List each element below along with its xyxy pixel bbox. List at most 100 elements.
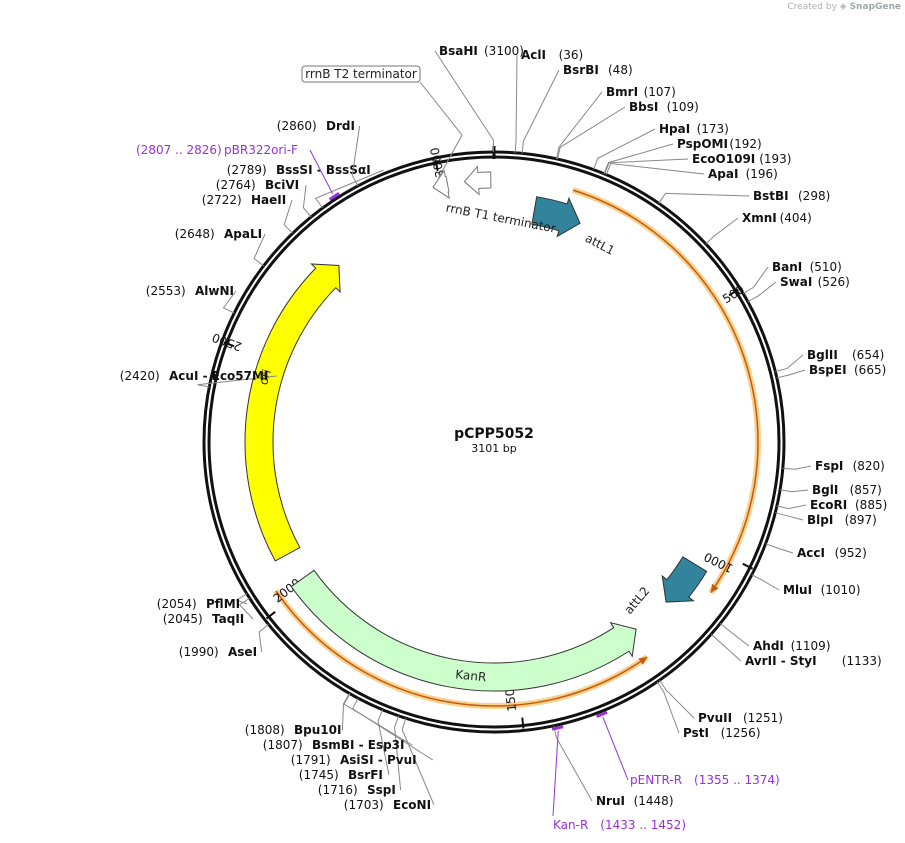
site-name[interactable]: Bpu10I (294, 723, 341, 737)
site-position: (193) (759, 152, 791, 166)
feature-rrnb-t2-terminator[interactable] (432, 169, 450, 200)
site-position: (1251) (743, 711, 783, 725)
site-position: (173) (697, 122, 729, 136)
site-name[interactable]: BanI (772, 260, 802, 274)
site-leader (253, 233, 266, 267)
site-name[interactable]: EcoO109I (692, 152, 755, 166)
site-leader (521, 69, 560, 154)
site-name[interactable]: PstI (683, 726, 709, 740)
site-position: (897) (845, 513, 877, 527)
site-leader (603, 143, 674, 174)
feature-ori[interactable] (244, 263, 341, 562)
site-name[interactable]: AcuI - Eco57MI (169, 369, 268, 383)
site-leader (394, 715, 402, 791)
feature-attl1[interactable] (531, 196, 581, 238)
credit-brand: SnapGene (849, 2, 901, 12)
site-name[interactable]: BbsI (629, 100, 658, 114)
tick-500 (728, 288, 739, 297)
site-leader (557, 106, 626, 160)
site-position: (1448) (634, 794, 674, 808)
site-leader (222, 290, 237, 314)
site-position: (107) (644, 85, 676, 99)
site-name[interactable]: MluI (783, 583, 812, 597)
site-name[interactable]: BmrI (606, 85, 638, 99)
feature-label: attL2 (622, 584, 653, 617)
site-name[interactable]: XmnI (742, 211, 777, 225)
site-position: (3100) (484, 44, 524, 58)
primer-name: pBR322ori-F (224, 143, 298, 157)
site-name[interactable]: BstBI (753, 189, 789, 203)
site-name[interactable]: DrdI (326, 119, 355, 133)
site-name[interactable]: AccI (797, 546, 825, 560)
primer-label[interactable]: Kan-R(1433 .. 1452) (553, 818, 686, 832)
feature-label: rrnB T2 terminator (305, 67, 417, 81)
primer-label[interactable]: pENTR-R(1355 .. 1374) (630, 773, 780, 787)
feature-kanr[interactable] (290, 569, 637, 692)
site-name[interactable]: BlpI (807, 513, 833, 527)
site-name[interactable]: BglII (807, 348, 838, 362)
site-name[interactable]: PflMI (206, 597, 240, 611)
feature-label: KanR (455, 667, 487, 684)
site-name[interactable]: PvuII (698, 711, 732, 725)
site-name[interactable]: BglI (812, 483, 838, 497)
site-name[interactable]: AclI (521, 48, 546, 62)
primer-name: pENTR-R (630, 773, 682, 787)
site-name[interactable]: HaeII (251, 193, 286, 207)
site-leader (197, 375, 277, 388)
site-leader (604, 158, 689, 175)
site-name[interactable]: NruI (596, 794, 625, 808)
site-name[interactable]: BspEI (809, 363, 847, 377)
site-position: (526) (818, 275, 850, 289)
site-name[interactable]: AhdI (753, 639, 784, 653)
snapgene-logo-icon: ◈ (839, 2, 847, 12)
site-name[interactable]: SspI (367, 783, 396, 797)
feature-attl2[interactable] (661, 556, 708, 603)
snapgene-credit: Created by ◈ SnapGene (787, 2, 901, 12)
site-name[interactable]: BssSI - BssSαI (276, 163, 371, 177)
site-leader (710, 633, 742, 662)
restriction-sites: (3100)BsaHI(36)AclI(48)BsrBI(107)BmrI(10… (120, 44, 887, 812)
site-name[interactable]: SwaI (780, 275, 812, 289)
primer-label[interactable]: (2807 .. 2826)pBR322ori-F (136, 143, 298, 157)
site-name[interactable]: BsrBI (563, 63, 599, 77)
tick-1500 (521, 717, 525, 729)
site-name[interactable]: AsiSI - PvuI (340, 753, 417, 767)
site-name[interactable]: AlwNI (195, 284, 234, 298)
rrnb-t2-label-box: rrnB T2 terminator (301, 65, 463, 178)
primer-annotations: (2807 .. 2826)pBR322ori-F pENTR-R(1355 ..… (136, 143, 780, 832)
site-leader (401, 718, 435, 806)
feature-rrnb-t1-terminator[interactable] (463, 165, 492, 196)
site-position: (192) (729, 137, 761, 151)
site-leader (776, 369, 806, 379)
site-name[interactable]: HpaI (659, 122, 690, 136)
site-name[interactable]: EcoRI (810, 498, 847, 512)
site-name[interactable]: AvrII - StyI (745, 654, 817, 668)
site-position: (820) (853, 459, 885, 473)
site-name[interactable]: BsrFI (348, 768, 383, 782)
feature-label: attL1 (583, 231, 617, 258)
site-position: (952) (835, 546, 867, 560)
site-name[interactable]: ApaI (708, 167, 738, 181)
site-leader (658, 679, 695, 719)
site-name[interactable]: ApaLI (224, 227, 262, 241)
site-position: (1791) (291, 753, 331, 767)
primer-leader (309, 149, 334, 195)
site-position: (2648) (175, 227, 215, 241)
site-name[interactable]: PspOMI (677, 137, 728, 151)
site-name[interactable]: BsaHI (439, 44, 478, 58)
site-name[interactable]: FspI (815, 459, 843, 473)
site-name[interactable]: EcoNI (393, 798, 431, 812)
site-position: (109) (667, 100, 699, 114)
site-position: (1807) (263, 738, 303, 752)
site-name[interactable]: AseI (228, 645, 257, 659)
site-position: (654) (852, 348, 884, 362)
site-position: (1703) (344, 798, 384, 812)
primer-leader (602, 717, 629, 781)
site-name[interactable]: BsmBI - Esp3I (312, 738, 404, 752)
orf-line-1 (572, 189, 759, 594)
site-name[interactable]: BciVI (265, 178, 299, 192)
site-position: (2553) (146, 284, 186, 298)
site-leader (742, 266, 769, 294)
orf-arrowhead-1 (710, 583, 719, 593)
site-name[interactable]: TaqII (212, 612, 244, 626)
